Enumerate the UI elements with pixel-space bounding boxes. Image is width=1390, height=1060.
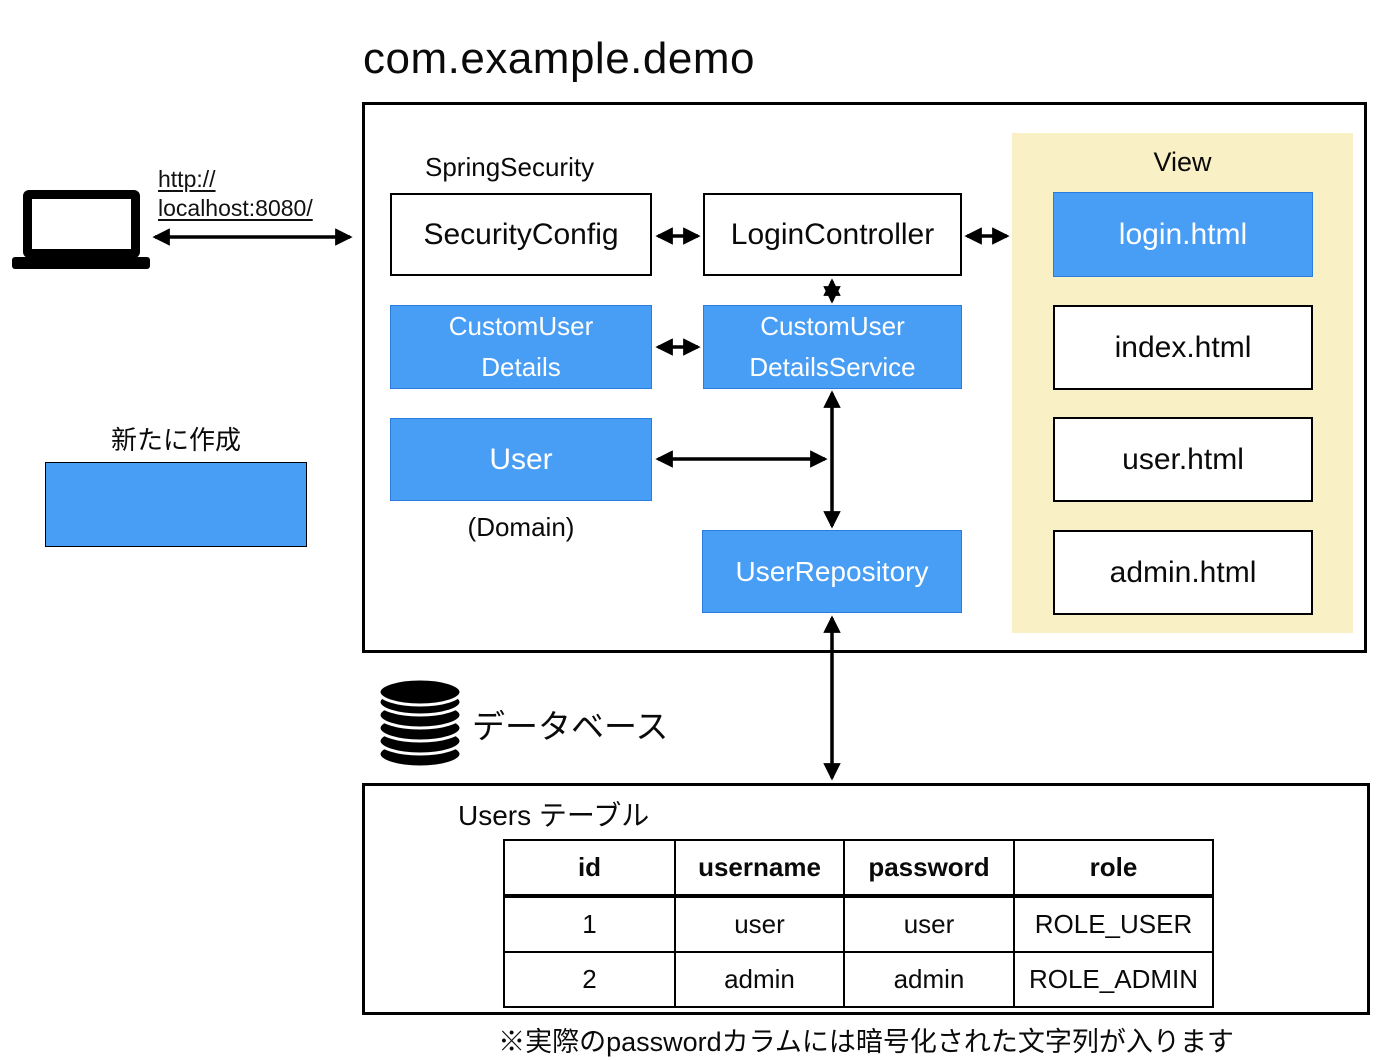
view-panel: View login.html index.html user.html adm… [1012,133,1353,633]
table-cell-password: user [843,895,1015,953]
view-page-index-label: index.html [1114,330,1252,364]
security-config-label: SecurityConfig [423,217,619,251]
page-title: com.example.demo [363,34,755,83]
browser-url: http:// localhost:8080/ [158,165,368,223]
users-table-header-row: id username password role [503,839,1214,898]
laptop-icon-base [12,257,150,269]
spring-security-label: SpringSecurity [425,152,595,182]
custom-user-details-service-line1: CustomUser [760,311,905,341]
view-page-login: login.html [1053,192,1313,277]
custom-user-details-line1: CustomUser [448,311,594,341]
custom-user-details-service-line2: DetailsService [749,352,916,382]
view-page-login-label: login.html [1118,217,1248,251]
users-table-container: Users テーブル id username password role 1 u… [362,783,1370,1015]
view-page-admin: admin.html [1053,530,1313,615]
custom-user-details-line2: Details [481,352,561,382]
table-row: 2 admin admin ROLE_ADMIN [503,951,1214,1008]
table-cell-role: ROLE_USER [1013,895,1214,953]
custom-user-details-box: CustomUser Details [390,305,652,389]
users-table: id username password role 1 user user RO… [503,839,1214,1008]
database-label: データベース [472,708,669,745]
database-icon [377,677,463,769]
table-cell-username: admin [674,951,845,1008]
column-header-username: username [674,839,845,898]
user-repository-label: UserRepository [735,555,929,587]
table-row: 1 user user ROLE_USER [503,895,1214,953]
login-controller-label: LoginController [730,217,935,251]
user-repository-box: UserRepository [702,530,962,613]
table-cell-username: user [674,895,845,953]
column-header-role: role [1013,839,1214,898]
legend-swatch [45,462,307,547]
column-header-id: id [503,839,676,898]
view-page-user-label: user.html [1122,442,1244,476]
user-domain-label: (Domain) [467,512,575,542]
footnote: ※実際のpasswordカラムには暗号化された文字列が入ります [498,1027,1234,1057]
custom-user-details-service-box: CustomUser DetailsService [703,305,962,389]
user-box: User [390,418,652,501]
login-controller-box: LoginController [703,193,962,276]
browser-url-line1: http:// [158,166,216,192]
column-header-password: password [843,839,1015,898]
view-page-admin-label: admin.html [1109,555,1257,589]
users-table-title: Users テーブル [458,800,650,831]
security-config-box: SecurityConfig [390,193,652,276]
user-label: User [489,442,553,476]
view-page-user: user.html [1053,417,1313,502]
view-page-index: index.html [1053,305,1313,390]
browser-url-line2: localhost:8080/ [158,195,313,221]
legend-label: 新たに作成 [110,425,241,455]
table-cell-id: 2 [503,951,676,1008]
table-cell-password: admin [843,951,1015,1008]
laptop-icon [23,190,140,258]
table-cell-id: 1 [503,895,676,953]
view-label: View [1153,147,1212,177]
table-cell-role: ROLE_ADMIN [1013,951,1214,1008]
